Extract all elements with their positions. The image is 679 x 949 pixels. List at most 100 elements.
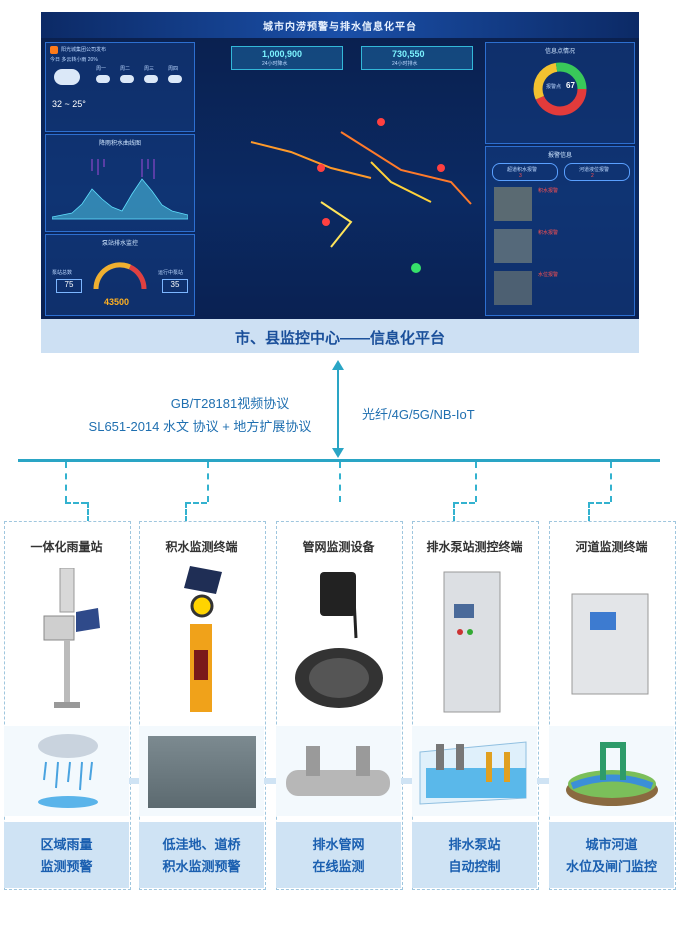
pump-left-label: 泵站总数 — [52, 270, 73, 276]
network-label: 光纤/4G/5G/NB-IoT — [362, 407, 475, 422]
alarm-item: 水位报警 — [538, 272, 559, 278]
risk-donut — [533, 62, 587, 116]
cloud-icon — [54, 69, 80, 85]
network-bus — [18, 459, 660, 462]
sun-icon — [50, 46, 58, 54]
risk-center-value: 67 — [566, 81, 575, 90]
station-bottom-line2: 自动控制 — [448, 859, 501, 874]
rain-cloud-icon — [38, 734, 98, 808]
bus-connector — [65, 502, 87, 504]
pipe-network-icon — [286, 746, 390, 796]
bus-drop — [207, 462, 209, 502]
dashboard-screenshot: 城市内涝预警与排水信息化平台 阳光城集团公司发布 今日 多云转小雨 20% 32… — [41, 12, 639, 319]
rain-curve-panel: 降雨积水曲线图 — [45, 134, 195, 232]
cloud-icon — [144, 75, 158, 83]
zone-connector — [401, 778, 412, 784]
day-label: 周二 — [120, 66, 131, 72]
pump-right-value: 35 — [162, 279, 188, 293]
station-bottom-line1: 区域雨量 — [40, 837, 93, 852]
pump-title: 泵站排水监控 — [101, 241, 138, 247]
alarm-button-2-label: 河道液位报警 — [579, 167, 610, 173]
dashboard-title: 城市内涝预警与排水信息化平台 — [263, 22, 417, 33]
alarm-button-1[interactable]: 超道积水报警 3 — [492, 163, 558, 181]
alarm-button-2[interactable]: 河道液位报警 2 — [564, 163, 630, 181]
risk-panel: 信息点情况 报警点 67 — [485, 42, 635, 144]
alarm-photo — [494, 229, 532, 263]
bus-connector — [588, 502, 610, 504]
zone-connector — [537, 778, 549, 784]
station-bottom — [276, 822, 401, 888]
alarm-button-1-label: 超道积水报警 — [507, 167, 538, 173]
pump-left-value: 75 — [56, 279, 82, 293]
alarm-title: 报警信息 — [547, 153, 572, 159]
flooded-underpass-photo — [148, 736, 256, 808]
bus-drop — [588, 502, 590, 522]
station-bottom — [4, 822, 129, 888]
day-label: 周一 — [96, 66, 107, 72]
station-bottom — [549, 822, 674, 888]
weather-panel: 阳光城集团公司发布 今日 多云转小雨 20% 32 ~ 25° 周一 周二 周三… — [45, 42, 195, 132]
platform-caption-bar — [41, 319, 639, 353]
stat-rain-value: 1,000,900 — [262, 49, 303, 59]
double-arrow-icon — [332, 360, 344, 458]
bus-drop — [185, 502, 187, 522]
alarm-photo — [494, 271, 532, 305]
platform-caption: 市、县监控中心——信息化平台 — [234, 330, 445, 347]
alarm-item: 积水报警 — [538, 230, 559, 236]
waterlogging-terminal-icon — [184, 566, 222, 712]
dashboard-header — [41, 12, 639, 38]
station-bottom-line2: 监测预警 — [40, 859, 93, 874]
forecast-days: 周一 周二 周三 周四 — [94, 65, 190, 125]
bus-drop — [453, 502, 455, 522]
alarm-panel: 报警信息 超道积水报警 3 河道液位报警 2 积水报警 积水报警 水位报警 — [485, 146, 635, 316]
pump-right-label: 运行中泵站 — [158, 270, 184, 276]
city-map — [250, 118, 472, 273]
station-bottom-line2: 水位及闸门监控 — [565, 859, 657, 874]
cloud-icon — [168, 75, 182, 83]
pump-gauge — [93, 262, 147, 290]
weather-header: 阳光城集团公司发布 — [61, 47, 107, 53]
rain-curve-chart — [52, 159, 188, 220]
cloud-icon — [96, 75, 110, 83]
pump-control-cabinet-icon — [443, 571, 501, 713]
bus-drop — [65, 462, 67, 502]
bus-drop — [610, 462, 612, 502]
pipe-monitor-device-icon — [295, 572, 383, 708]
station-bottom-line1: 排水管网 — [312, 837, 365, 852]
station-title: 一体化雨量站 — [30, 540, 103, 554]
weather-sub: 今日 多云转小雨 20% — [50, 57, 98, 63]
stat-drain-value: 730,550 — [392, 49, 425, 59]
temperature: 32 ~ 25° — [52, 99, 86, 109]
station-title: 积水监测终端 — [165, 540, 238, 554]
cloud-icon — [120, 75, 134, 83]
station-bottom — [412, 822, 537, 888]
protocol-line-1: GB/T28181视频协议 — [170, 396, 290, 411]
station-title: 排水泵站测控终端 — [426, 540, 523, 554]
pump-station-icon — [419, 741, 527, 805]
station-bottom-line1: 低洼地、道桥 — [162, 837, 241, 852]
bus-connector — [185, 502, 207, 504]
gauge-value: 43500 — [104, 297, 130, 307]
alarm-button-1-count: 3 — [519, 173, 522, 179]
bus-drop — [87, 502, 89, 522]
alarm-photo — [494, 187, 532, 221]
station-bottom-line1: 城市河道 — [585, 837, 638, 852]
station-bottom-line2: 在线监测 — [312, 859, 365, 874]
stat-drain-label: 24小时排水 — [392, 61, 418, 67]
risk-title: 信息点情况 — [544, 49, 575, 55]
station-bottom — [139, 822, 264, 888]
bus-drop — [339, 462, 341, 502]
stat-rain-label: 24小时降水 — [262, 61, 288, 67]
rain-curve-title: 降雨积水曲线图 — [98, 141, 141, 147]
station-title: 河道监测终端 — [575, 540, 648, 554]
stat-rain: 1,000,900 24小时降水 — [231, 46, 343, 70]
river-terminal-cabinet-icon — [571, 593, 649, 695]
alarm-button-2-count: 2 — [591, 173, 594, 179]
stat-drain: 730,550 24小时排水 — [361, 46, 473, 70]
protocol-line-2: SL651-2014 水文 协议 + 地方扩展协议 — [88, 419, 312, 434]
bus-connector — [453, 502, 475, 504]
rain-gauge-device-icon — [43, 568, 100, 708]
day-label: 周四 — [168, 66, 179, 72]
pump-panel: 泵站排水监控 泵站总数 75 43500 运行中泵站 35 — [45, 234, 195, 316]
river-gate-icon — [566, 742, 658, 806]
